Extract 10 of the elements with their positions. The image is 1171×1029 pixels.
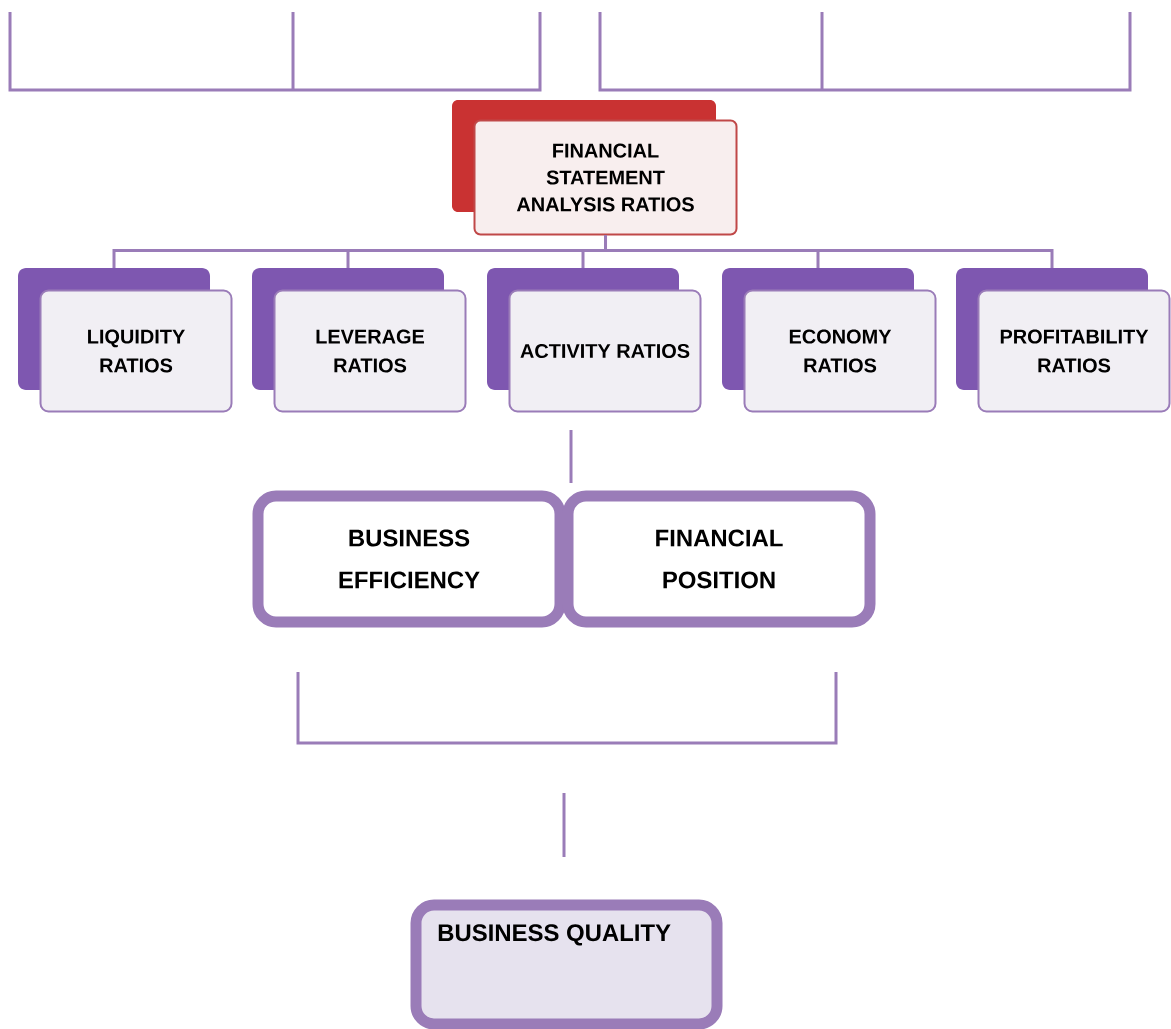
rounded-box: BUSINESS QUALITY (410, 899, 723, 1029)
ratio-box: LIQUIDITY RATIOS (18, 268, 233, 413)
ratio-box: ACTIVITY RATIOS (487, 268, 702, 413)
rounded-box: BUSINESS EFFICIENCY (252, 490, 566, 628)
ratio-box: LEVERAGE RATIOS (252, 268, 467, 413)
ratio-box: ECONOMY RATIOS (722, 268, 937, 413)
rounded-box: FINANCIAL POSITION (562, 490, 876, 628)
category-box: FINANCIAL STATEMENT ANALYSIS RATIOS (452, 100, 738, 236)
connector-line (604, 235, 1054, 268)
ratio-box: PROFITABILITY RATIOS (956, 268, 1171, 413)
